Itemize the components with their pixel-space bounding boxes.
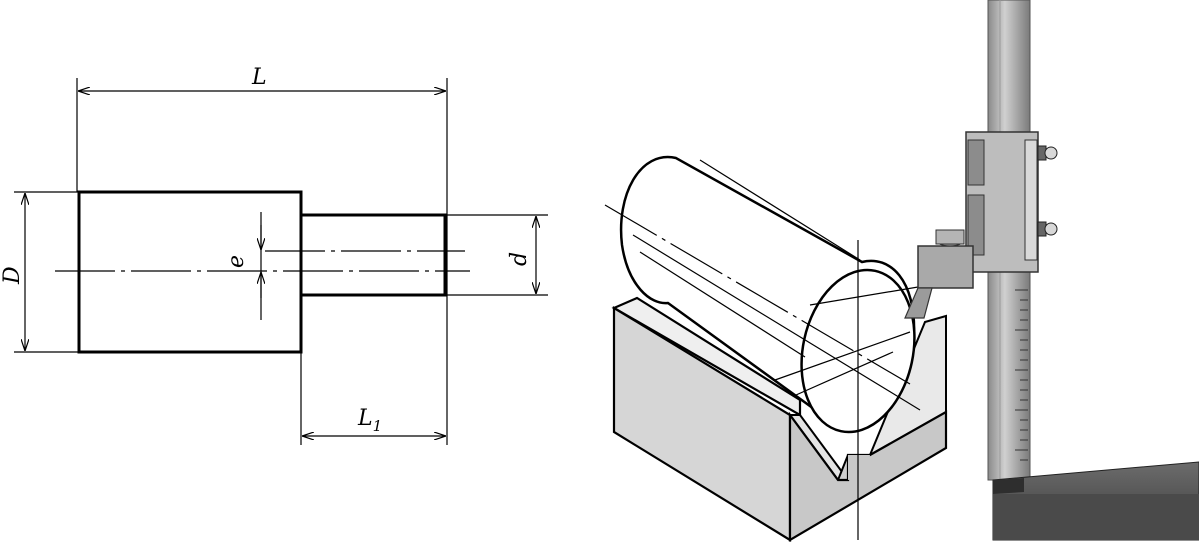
label-L: L: [251, 65, 267, 90]
v-block-setup: [604, 0, 1199, 542]
height-gauge: [904, 0, 1199, 541]
shaft-drawing: L D d e L1: [0, 65, 548, 445]
label-e: e: [224, 255, 249, 268]
label-L1: L1: [357, 406, 382, 435]
cylinder-workpiece: [604, 155, 931, 540]
label-d: d: [507, 252, 532, 266]
small-diameter-body: [299, 213, 447, 297]
large-diameter-body: [77, 190, 303, 354]
label-D: D: [0, 266, 25, 285]
